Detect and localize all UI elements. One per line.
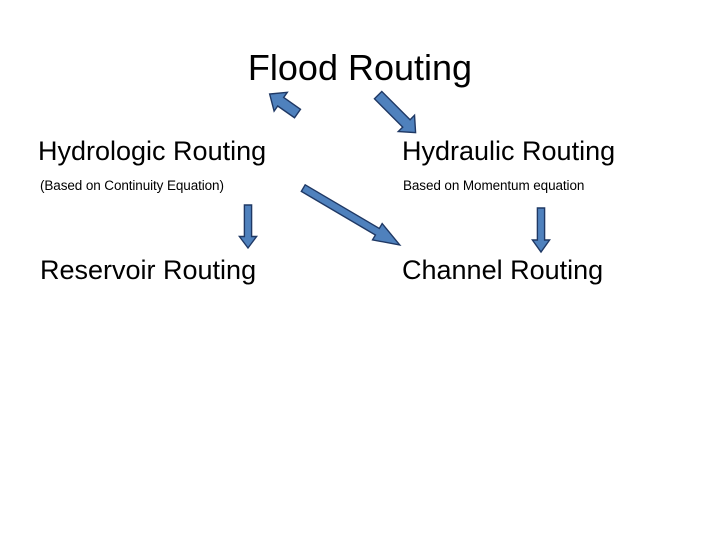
hydrologic-routing-subtitle: (Based on Continuity Equation) [40,178,224,193]
arrow-hydraulic-to-channel-icon [531,207,551,254]
reservoir-routing-label: Reservoir Routing [40,255,257,285]
arrow-title-to-hydrologic-icon [268,91,302,119]
arrow-title-to-hydraulic-icon [373,90,417,134]
channel-routing-label: Channel Routing [402,255,604,285]
arrow-hydrologic-to-reservoir-icon [238,204,258,250]
hydraulic-routing-heading: Hydraulic Routing [402,136,616,166]
arrow-hydrologic-to-channel-icon [300,183,402,246]
hydraulic-routing-subtitle: Based on Momentum equation [403,178,585,193]
page-title: Flood Routing [247,47,473,88]
hydrologic-routing-heading: Hydrologic Routing [38,136,267,166]
